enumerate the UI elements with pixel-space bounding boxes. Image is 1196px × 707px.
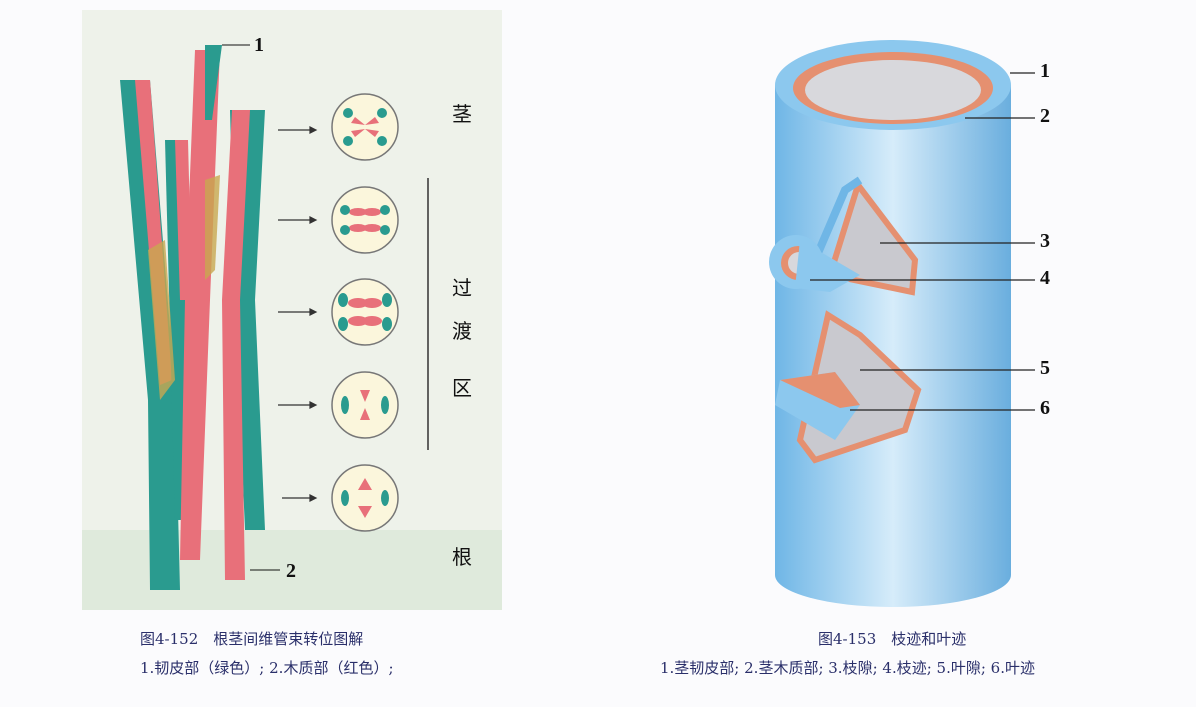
callout-1: 1 xyxy=(254,34,264,56)
vascular-transition-diagram xyxy=(82,10,502,610)
label-root: 根 xyxy=(452,545,472,569)
callout-r2: 2 xyxy=(1040,105,1050,127)
arrows xyxy=(278,126,318,502)
label-stem: 茎 xyxy=(452,102,472,126)
figure-right-legend: 1.茎韧皮部; 2.茎木质部; 3.枝隙; 4.枝迹; 5.叶隙; 6.叶迹 xyxy=(660,659,1035,677)
label-transition-2: 渡 xyxy=(452,319,472,343)
figure-right-title: 图4-153 枝迹和叶迹 xyxy=(818,630,967,648)
label-transition-1: 过 xyxy=(452,276,472,300)
figure-left-title: 图4-152 根茎间维管束转位图解 xyxy=(140,630,364,648)
vascular-strands xyxy=(120,45,265,590)
figure-left-legend: 1.韧皮部（绿色）; 2.木质部（红色）; xyxy=(140,659,394,677)
callout-r1: 1 xyxy=(1040,60,1050,82)
callout-r3: 3 xyxy=(1040,230,1050,252)
label-transition-3: 区 xyxy=(452,376,472,400)
callout-r4: 4 xyxy=(1040,267,1050,289)
callout-r6: 6 xyxy=(1040,397,1050,419)
callout-r5: 5 xyxy=(1040,357,1050,379)
branch-leaf-trace-diagram xyxy=(769,40,1035,607)
callout-2: 2 xyxy=(286,560,296,582)
